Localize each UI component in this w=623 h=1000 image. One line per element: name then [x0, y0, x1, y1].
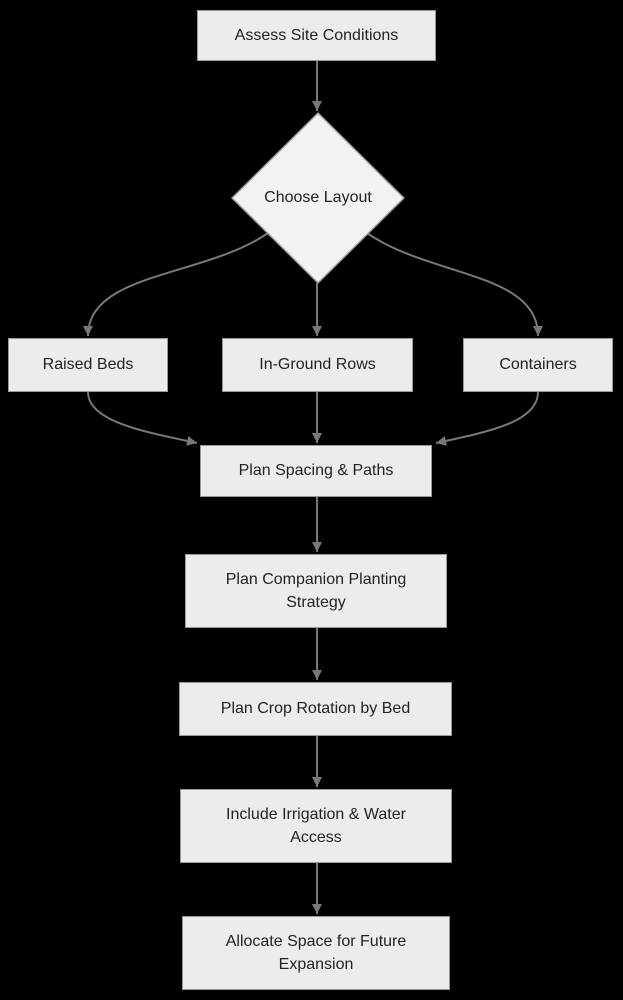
node-raised-beds: Raised Beds	[8, 338, 168, 392]
node-plan-spacing-paths-label: Plan Spacing & Paths	[238, 462, 394, 480]
edge-choose-to-containers	[366, 232, 543, 337]
node-assess-site-conditions-label: Assess Site Conditions	[234, 26, 399, 44]
node-containers-label: Containers	[499, 356, 577, 374]
edge-containers-to-spacing	[435, 391, 539, 446]
node-in-ground-rows: In-Ground Rows	[222, 338, 413, 392]
node-allocate-space-for-future-expansion: Allocate Space for Future Expansion	[182, 916, 450, 990]
node-include-irrigation-water-access: Include Irrigation & Water Access	[180, 789, 452, 863]
node-containers: Containers	[463, 338, 613, 392]
edge-raised-to-spacing	[87, 391, 198, 446]
edge-choose-to-raised	[83, 232, 269, 337]
node-plan-spacing-paths: Plan Spacing & Paths	[200, 445, 432, 497]
node-plan-crop-rotation-by-bed: Plan Crop Rotation by Bed	[179, 682, 452, 736]
node-plan-crop-rotation-by-bed-label: Plan Crop Rotation by Bed	[220, 700, 411, 718]
node-in-ground-rows-label: In-Ground Rows	[259, 356, 376, 374]
node-choose-layout-label: Choose Layout	[264, 189, 372, 206]
node-assess-site-conditions: Assess Site Conditions	[197, 10, 436, 61]
node-choose-layout-shape	[230, 111, 406, 285]
node-raised-beds-label: Raised Beds	[42, 356, 134, 374]
node-plan-companion-planting-strategy: Plan Companion Planting Strategy	[185, 554, 447, 628]
